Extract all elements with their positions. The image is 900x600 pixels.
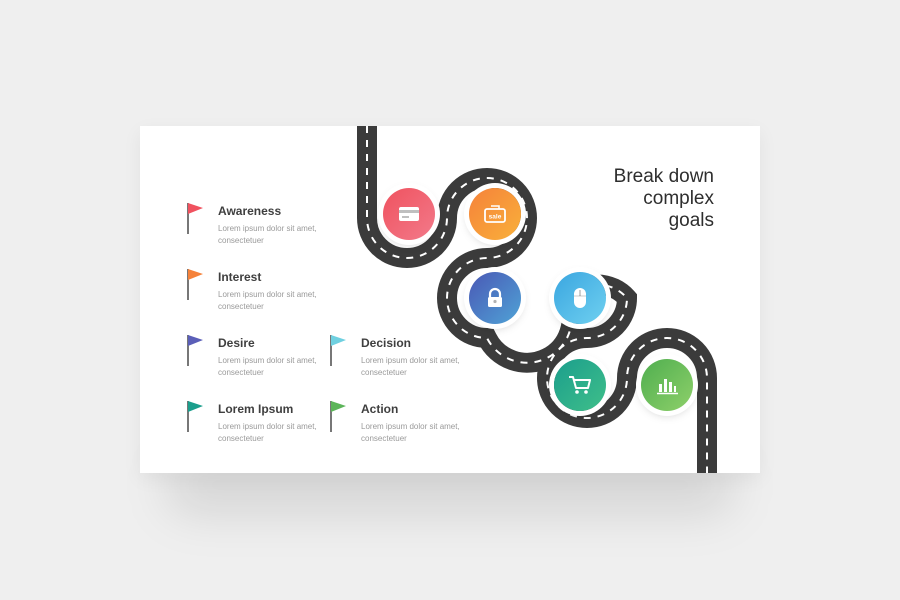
list-item-awareness: Awareness Lorem ipsum dolor sit amet, co… <box>187 203 348 247</box>
flag-icon <box>187 269 203 300</box>
item-description: Lorem ipsum dolor sit amet, consectetuer <box>218 290 317 311</box>
road-path <box>357 126 717 473</box>
shopping-cart-icon <box>569 376 591 394</box>
item-title: Awareness <box>218 204 282 218</box>
item-description: Lorem ipsum dolor sit amet, consectetuer <box>218 422 317 443</box>
sale-tag-icon: sale <box>484 205 506 223</box>
item-description: Lorem ipsum dolor sit amet, consectetuer <box>361 356 460 377</box>
item-title: Action <box>361 402 399 416</box>
list-item-decision: Decision Lorem ipsum dolor sit amet, con… <box>330 335 491 379</box>
item-title: Lorem Ipsum <box>218 402 294 416</box>
flag-icon <box>330 401 346 432</box>
flag-icon <box>187 203 203 234</box>
step-circle-sale: sale <box>469 188 521 240</box>
flag-icon <box>330 335 346 366</box>
item-description: Lorem ipsum dolor sit amet, consectetuer <box>361 422 460 443</box>
step-circle-mouse <box>554 272 606 324</box>
item-title: Decision <box>361 336 412 350</box>
item-title: Interest <box>218 270 262 284</box>
step-circle-cart <box>554 359 606 411</box>
list-item-interest: Interest Lorem ipsum dolor sit amet, con… <box>187 269 348 313</box>
list-item-lorem-ipsum: Lorem Ipsum Lorem ipsum dolor sit amet, … <box>187 401 348 445</box>
flag-icon <box>187 401 203 432</box>
slide-title: Break down complex goals <box>613 166 714 231</box>
item-description: Lorem ipsum dolor sit amet, consectetuer <box>218 356 317 377</box>
item-description: Lorem ipsum dolor sit amet, consectetuer <box>218 224 317 245</box>
bar-chart-icon <box>657 379 678 395</box>
item-title: Desire <box>218 336 255 350</box>
sale-label: sale <box>489 214 502 221</box>
lock-icon <box>488 287 502 307</box>
list-item-action: Action Lorem ipsum dolor sit amet, conse… <box>330 401 491 445</box>
step-circle-lock <box>469 272 521 324</box>
mouse-icon <box>574 288 586 308</box>
step-circle-card <box>383 188 435 240</box>
step-circle-chart <box>641 359 693 411</box>
list-item-desire: Desire Lorem ipsum dolor sit amet, conse… <box>187 335 348 379</box>
flag-icon <box>187 335 203 366</box>
slide: sale Break down complex <box>140 126 760 473</box>
credit-card-icon <box>399 207 419 221</box>
